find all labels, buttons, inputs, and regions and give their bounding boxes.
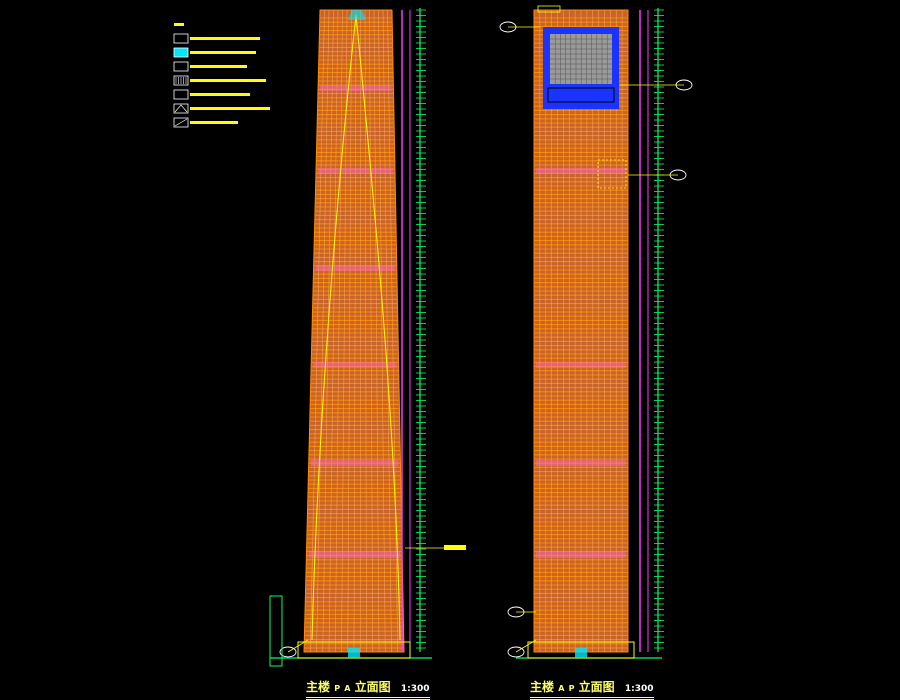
entrance-door bbox=[348, 648, 360, 658]
legend-item bbox=[173, 47, 256, 58]
annotation-label bbox=[444, 545, 466, 550]
callout-bubble bbox=[499, 21, 517, 33]
callout-leader bbox=[515, 639, 537, 653]
legend-line bbox=[190, 93, 250, 96]
legend-item bbox=[173, 75, 266, 86]
legend-line bbox=[190, 121, 238, 124]
legend bbox=[173, 23, 270, 128]
mullion-line bbox=[373, 9, 380, 653]
right-elevation-drawing bbox=[499, 5, 693, 659]
right-axis-to: P bbox=[568, 684, 575, 693]
legend-line bbox=[190, 65, 247, 68]
refuge-floor-band bbox=[313, 362, 397, 368]
crown-louver bbox=[547, 87, 615, 103]
refuge-floor-band bbox=[308, 552, 401, 558]
refuge-floor-band bbox=[536, 460, 626, 466]
refuge-floor-band bbox=[310, 460, 399, 466]
mullion-line bbox=[347, 9, 352, 653]
callout-leader bbox=[287, 639, 309, 653]
cyan-hatch-icon bbox=[173, 47, 189, 58]
legend-triangle-path bbox=[174, 104, 188, 113]
legend-line bbox=[190, 79, 266, 82]
refuge-floor-band bbox=[315, 265, 395, 271]
detail-box bbox=[597, 159, 627, 189]
refuge-floor-band bbox=[536, 168, 626, 174]
legend-header-mark bbox=[174, 23, 184, 26]
side-building bbox=[269, 595, 283, 667]
refuge-floor-band bbox=[318, 168, 393, 174]
triangle-icon bbox=[173, 103, 189, 114]
left-axis-to: A bbox=[344, 684, 351, 693]
left-elevation-drawing bbox=[269, 8, 466, 667]
callout-bubble bbox=[279, 646, 297, 658]
mullion-line bbox=[328, 9, 339, 653]
empty-rect-icon bbox=[173, 33, 189, 44]
right-title-text: 主楼 bbox=[530, 680, 555, 694]
curve-line bbox=[311, 14, 357, 641]
callout-bubble bbox=[669, 169, 687, 181]
refuge-floor-band bbox=[320, 85, 392, 91]
crown-marker bbox=[537, 5, 561, 13]
mullion-line bbox=[341, 9, 348, 653]
refuge-floor-band bbox=[536, 552, 626, 558]
left-elevation-title: 主楼 P A 立面图 1:300 bbox=[306, 678, 430, 700]
callout-bubble bbox=[507, 606, 525, 618]
refuge-floor-band bbox=[536, 362, 626, 368]
mullion-line bbox=[387, 9, 399, 653]
left-scale: 1:300 bbox=[400, 684, 430, 694]
left-title-text: 主楼 bbox=[306, 680, 331, 694]
mullion-line bbox=[382, 9, 392, 653]
callout-bubble bbox=[675, 79, 693, 91]
legend-item bbox=[173, 33, 260, 44]
right-title-suffix: 立面图 bbox=[578, 680, 615, 694]
left-axis-from: P bbox=[334, 684, 341, 693]
mullion-line bbox=[364, 9, 367, 653]
entrance-door bbox=[575, 648, 587, 658]
diagonal-icon bbox=[173, 117, 189, 128]
mullion-line bbox=[309, 9, 325, 653]
mullion-line bbox=[378, 9, 386, 653]
legend-line bbox=[190, 37, 260, 40]
callout-bubble bbox=[507, 646, 525, 658]
small-square-icon bbox=[173, 61, 189, 72]
mullion-line bbox=[369, 9, 374, 653]
legend-line bbox=[190, 107, 270, 110]
vertical-lines-icon bbox=[173, 75, 189, 86]
left-title-suffix: 立面图 bbox=[354, 680, 391, 694]
curve-line bbox=[355, 14, 401, 641]
mullion-line bbox=[316, 9, 330, 653]
legend-item bbox=[173, 103, 270, 114]
right-elevation-title: 主楼 A P 立面图 1:300 bbox=[530, 678, 654, 700]
mullion-line bbox=[334, 9, 343, 653]
crown-cap bbox=[348, 10, 366, 20]
legend-line bbox=[190, 51, 256, 54]
legend-item bbox=[173, 61, 247, 72]
dot-square-icon bbox=[173, 89, 189, 100]
legend-item bbox=[173, 89, 250, 100]
mullion-line bbox=[353, 9, 357, 653]
right-scale: 1:300 bbox=[624, 684, 654, 694]
legend-item bbox=[173, 117, 238, 128]
right-axis-from: A bbox=[558, 684, 565, 693]
legend-diagonal-path bbox=[174, 118, 188, 127]
